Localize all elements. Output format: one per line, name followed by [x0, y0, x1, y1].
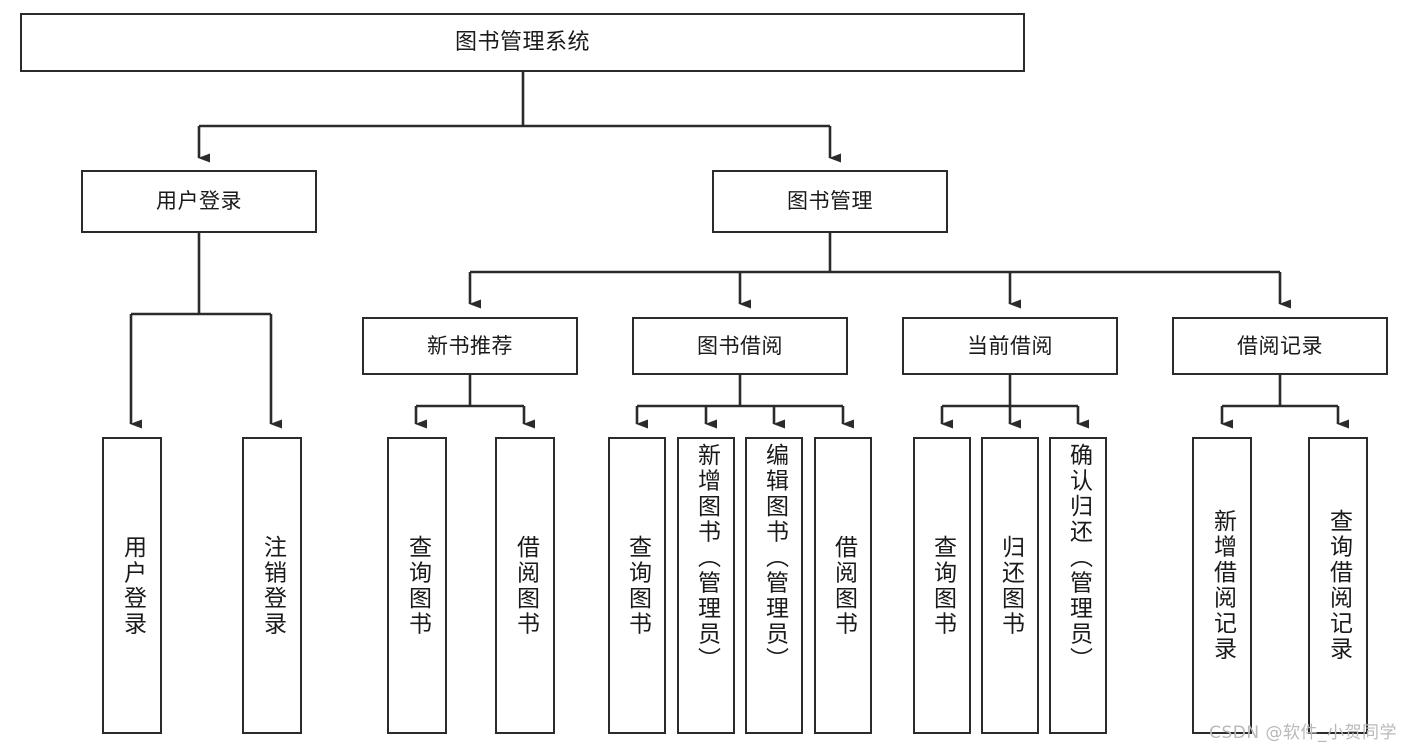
- node-label: 图书借阅: [697, 333, 783, 358]
- node-label: 编辑图书（管理员）: [761, 443, 788, 673]
- node-label: 注销登录: [259, 534, 286, 637]
- node-label: 用户登录: [156, 189, 242, 214]
- node-label: 查询图书: [404, 534, 431, 637]
- leaf-query-book-current[interactable]: 查询图书: [913, 437, 971, 734]
- leaf-return-book[interactable]: 归还图书: [981, 437, 1039, 734]
- node-book-borrow[interactable]: 图书借阅: [632, 317, 848, 375]
- leaf-add-book[interactable]: 新增图书（管理员）: [677, 437, 735, 734]
- node-label: 当前借阅: [967, 333, 1053, 358]
- node-book-manage[interactable]: 图书管理: [712, 170, 948, 233]
- leaf-add-borrow-record[interactable]: 新增借阅记录: [1192, 437, 1252, 734]
- node-label: 新增图书（管理员）: [693, 443, 720, 673]
- leaf-user-login[interactable]: 用户登录: [102, 437, 162, 734]
- node-label: 新增借阅记录: [1209, 509, 1236, 662]
- node-label: 用户登录: [119, 534, 146, 637]
- node-label: 查询借阅记录: [1325, 509, 1352, 662]
- node-new-book-recommend[interactable]: 新书推荐: [362, 317, 578, 375]
- node-current-borrow[interactable]: 当前借阅: [902, 317, 1118, 375]
- node-label: 归还图书: [997, 534, 1024, 637]
- node-label: 借阅图书: [830, 534, 857, 637]
- node-user-login[interactable]: 用户登录: [81, 170, 317, 233]
- leaf-logout-login[interactable]: 注销登录: [242, 437, 302, 734]
- leaf-borrow-book-recommend[interactable]: 借阅图书: [495, 437, 555, 734]
- node-label: 确认归还（管理员）: [1065, 443, 1092, 673]
- node-root-system[interactable]: 图书管理系统: [20, 13, 1025, 72]
- node-borrow-record[interactable]: 借阅记录: [1172, 317, 1388, 375]
- node-label: 查询图书: [624, 534, 651, 637]
- leaf-edit-book[interactable]: 编辑图书（管理员）: [745, 437, 803, 734]
- leaf-query-book-recommend[interactable]: 查询图书: [387, 437, 447, 734]
- node-label: 图书管理: [787, 189, 873, 214]
- node-label: 图书管理系统: [454, 29, 590, 55]
- node-label: 借阅记录: [1237, 333, 1323, 358]
- leaf-query-book-borrow[interactable]: 查询图书: [608, 437, 666, 734]
- leaf-borrow-book[interactable]: 借阅图书: [814, 437, 872, 734]
- node-label: 借阅图书: [512, 534, 539, 637]
- node-label: 新书推荐: [427, 333, 513, 358]
- node-label: 查询图书: [929, 534, 956, 637]
- leaf-confirm-return[interactable]: 确认归还（管理员）: [1049, 437, 1107, 734]
- leaf-query-borrow-record[interactable]: 查询借阅记录: [1308, 437, 1368, 734]
